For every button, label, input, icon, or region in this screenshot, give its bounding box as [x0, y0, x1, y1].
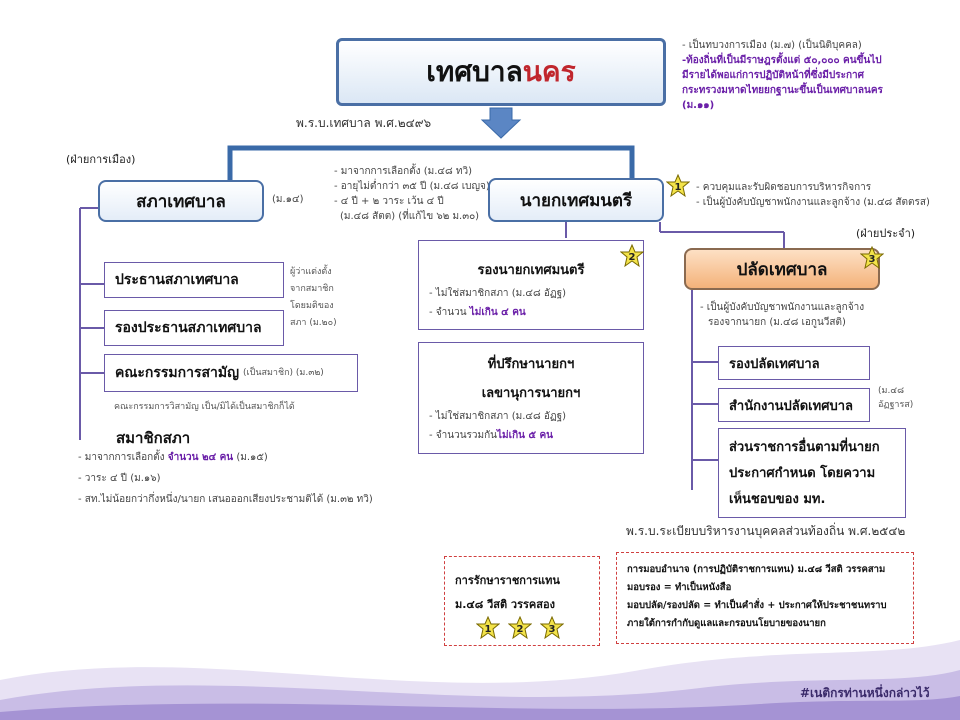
clerk-office-label: สำนักงานปลัดเทศบาล — [729, 398, 853, 414]
advisors-line: - ไม่ใช่สมาชิกสภา (ม.๔๘ อัฏฐ) — [429, 411, 566, 422]
delegation-line: มอบปลัด/รองปลัด = ทำเป็นคำสั่ง + ประกาศใ… — [627, 600, 887, 611]
council-ref: (ม.๑๔) — [272, 194, 304, 205]
political-side-label: (ฝ่ายการเมือง) — [66, 153, 136, 166]
acting-badge-2-icon: 2 — [508, 616, 532, 640]
acting-line: ม.๔๘ วีสติ วรรคสอง — [455, 598, 555, 611]
bottom-wave-decoration — [0, 640, 960, 720]
mayor-notes: - มาจากการเลือกตั้ง (ม.๔๘ ทวิ) - อายุไม่… — [334, 164, 490, 224]
council-side-note-line: ผู้ว่าแต่งตั้ง — [290, 267, 332, 277]
clerk-label: ปลัดเทศบาล — [736, 259, 828, 280]
mayor-duties: - ควบคุมและรับผิดชอบการบริหารกิจการ - เป… — [696, 180, 930, 210]
other-units-line: เห็นชอบของ มท. — [729, 492, 826, 507]
mayor-duty: - ควบคุมและรับผิดชอบการบริหารกิจการ — [696, 182, 872, 193]
deputy-mayor-line: - ไม่ใช่สมาชิกสภา (ม.๔๘ อัฏฐ) — [429, 288, 566, 299]
top-note: กระทรวงมหาดไทยยกฐานะขึ้นเป็นเทศบาลนคร — [682, 85, 883, 96]
council-side-note-line: สภา (ม.๒๐) — [290, 318, 337, 328]
members-line: - มาจากการเลือกตั้ง จำนวน ๒๔ คน (ม.๑๕) — [78, 450, 373, 465]
deputy-mayor-highlight: ไม่เกิน ๔ คน — [469, 307, 526, 318]
delegation-box: การมอบอำนาจ (การปฏิบัติราชการแทน) ม.๔๘ ว… — [616, 552, 914, 644]
mayor-note: (ม.๔๘ สัตต) (ที่แก้ไข ๖๒ ม.๓๐) — [340, 211, 480, 222]
badge-text: 3 — [869, 254, 876, 265]
council-vice-label: รองประธานสภาเทศบาล — [115, 320, 262, 336]
delegation-line: มอบรอง = ทำเป็นหนังสือ — [627, 582, 732, 593]
top-note: -ท้องถิ่นที่เป็นมีราษฎรตั้งแต่ ๕๐,๐๐๐ คน… — [682, 55, 882, 66]
advisors-line-text: - จำนวนรวมกัน — [429, 430, 498, 441]
top-notes: - เป็นทบวงการเมือง (ม.๗) (เป็นนิติบุคคล)… — [682, 38, 883, 113]
title-highlight: นคร — [522, 55, 576, 88]
deputy-mayor-line: - จำนวน ไม่เกิน ๔ คน — [429, 305, 643, 320]
mayor-label: นายกเทศมนตรี — [519, 190, 633, 211]
mayor-note: - ๔ ปี + ๒ วาระ เว้น ๔ ปี — [334, 196, 444, 207]
clerk-office-ref-line: (ม.๔๘ — [878, 386, 905, 396]
council-side-note: ผู้ว่าแต่งตั้ง จากสมาชิก โดยมติของ สภา (… — [290, 264, 337, 332]
members-label: สมาชิกสภา — [116, 429, 191, 447]
hashtag: #เนติกรท่านหนึ่งกล่าวไว้ — [800, 686, 930, 700]
committee-box: คณะกรรมการสามัญ (เป็นสมาชิก) (ม.๓๒) — [104, 354, 358, 392]
committee-note: (เป็นสมาชิก) (ม.๓๒) — [243, 368, 324, 378]
top-note: มีรายได้พอแก่การปฏิบัติหน้าที่ซึ่งมีประก… — [682, 70, 865, 81]
clerk-note: รองจากนายก (ม.๔๘ เอกูนวีสติ) — [708, 317, 846, 328]
deputy-mayor-label: รองนายกเทศมนตรี — [477, 263, 585, 278]
badge-1-icon: 1 — [666, 174, 690, 198]
council-president-box: ประธานสภาเทศบาล — [104, 262, 284, 298]
mayor-duty: - เป็นผู้บังคับบัญชาพนักงานและลูกจ้าง (ม… — [696, 197, 930, 208]
members-highlight: จำนวน ๒๔ คน — [167, 452, 234, 463]
acting-box: การรักษาราชการแทน ม.๔๘ วีสติ วรรคสอง — [444, 556, 600, 646]
badge-2-icon: 2 — [620, 244, 644, 268]
badge-text: 1 — [675, 182, 682, 193]
advisors-highlight: ไม่เกิน ๕ คน — [497, 430, 554, 441]
clerk-office-ref: (ม.๔๘ อัฏฐารส) — [878, 384, 913, 412]
deputy-mayor-line-text: - จำนวน — [429, 307, 470, 318]
badge-text: 2 — [517, 624, 524, 635]
council-side-note-line: โดยมติของ — [290, 301, 334, 311]
clerk-notes: - เป็นผู้บังคับบัญชาพนักงานและลูกจ้าง รอ… — [700, 300, 864, 330]
council-president-label: ประธานสภาเทศบาล — [115, 272, 239, 288]
members-line-text: - มาจากการเลือกตั้ง — [78, 452, 168, 463]
personnel-act: พ.ร.บ.ระเบียบบริหารงานบุคคลส่วนท้องถิ่น … — [626, 524, 906, 538]
advisors-box: ที่ปรึกษานายกฯ เลขานุการนายกฯ - ไม่ใช่สม… — [418, 342, 644, 454]
advisor-label: ที่ปรึกษานายกฯ — [487, 357, 575, 372]
other-units-box: ส่วนราชการอื่นตามที่นายก ประกาศกำหนด โดย… — [718, 428, 906, 518]
advisors-line: - จำนวนรวมกันไม่เกิน ๕ คน — [429, 428, 643, 443]
other-units-line: ส่วนราชการอื่นตามที่นายก — [729, 440, 880, 455]
act-label: พ.ร.บ.เทศบาล พ.ศ.๒๔๙๖ — [296, 116, 432, 130]
deputy-clerk-box: รองปลัดเทศบาล — [718, 346, 870, 380]
mayor-note: - อายุไม่ต่ำกว่า ๓๕ ปี (ม.๔๘ เบญจ) — [334, 181, 490, 192]
members-line-text: (ม.๑๕) — [233, 452, 268, 463]
mayor-note: - มาจากการเลือกตั้ง (ม.๔๘ ทวิ) — [334, 166, 472, 177]
committee-label: คณะกรรมการสามัญ — [115, 365, 240, 381]
secretary-label: เลขานุการนายกฯ — [481, 386, 581, 401]
top-note: (ม.๑๑) — [682, 100, 715, 111]
clerk-box: ปลัดเทศบาล — [684, 248, 880, 290]
badge-text: 3 — [549, 624, 556, 635]
clerk-note: - เป็นผู้บังคับบัญชาพนักงานและลูกจ้าง — [700, 302, 865, 313]
badge-3-icon: 3 — [860, 246, 884, 270]
council-box: สภาเทศบาล — [98, 180, 264, 222]
permanent-side-label: (ฝ่ายประจำ) — [856, 227, 916, 240]
title-main: เทศบาล — [426, 55, 523, 88]
clerk-office-ref-line: อัฏฐารส) — [878, 400, 914, 410]
council-side-note-line: จากสมาชิก — [290, 284, 334, 294]
other-units-line: ประกาศกำหนด โดยความ — [729, 466, 876, 481]
title-box: เทศบาลนคร — [336, 38, 666, 106]
members-notes: - มาจากการเลือกตั้ง จำนวน ๒๔ คน (ม.๑๕) -… — [78, 450, 373, 507]
council-vice-box: รองประธานสภาเทศบาล — [104, 310, 284, 346]
clerk-office-box: สำนักงานปลัดเทศบาล — [718, 388, 870, 422]
council-label: สภาเทศบาล — [136, 191, 226, 212]
top-note: - เป็นทบวงการเมือง (ม.๗) (เป็นนิติบุคคล) — [682, 40, 862, 51]
members-line: - วาระ ๔ ปี (ม.๑๖) — [78, 473, 161, 484]
committee-footer: คณะกรรมการวิสามัญ เป็น/มิได้เป็นสมาชิกก็… — [114, 402, 295, 412]
deputy-mayor-box: รองนายกเทศมนตรี - ไม่ใช่สมาชิกสภา (ม.๔๘ … — [418, 240, 644, 330]
delegation-line: การมอบอำนาจ (การปฏิบัติราชการแทน) ม.๔๘ ว… — [627, 564, 886, 575]
badge-text: 1 — [485, 624, 492, 635]
members-line: - สท.ไม่น้อยกว่ากึ่งหนึ่ง/นายก เสนอออกเส… — [78, 494, 373, 505]
delegation-line: ภายใต้การกำกับดูแลและกรอบนโยบายของนายก — [627, 618, 826, 629]
acting-badge-1-icon: 1 — [476, 616, 500, 640]
deputy-clerk-label: รองปลัดเทศบาล — [729, 356, 820, 372]
acting-badge-3-icon: 3 — [540, 616, 564, 640]
mayor-box: นายกเทศมนตรี — [488, 178, 664, 222]
acting-line: การรักษาราชการแทน — [455, 574, 560, 587]
badge-text: 2 — [629, 252, 636, 263]
